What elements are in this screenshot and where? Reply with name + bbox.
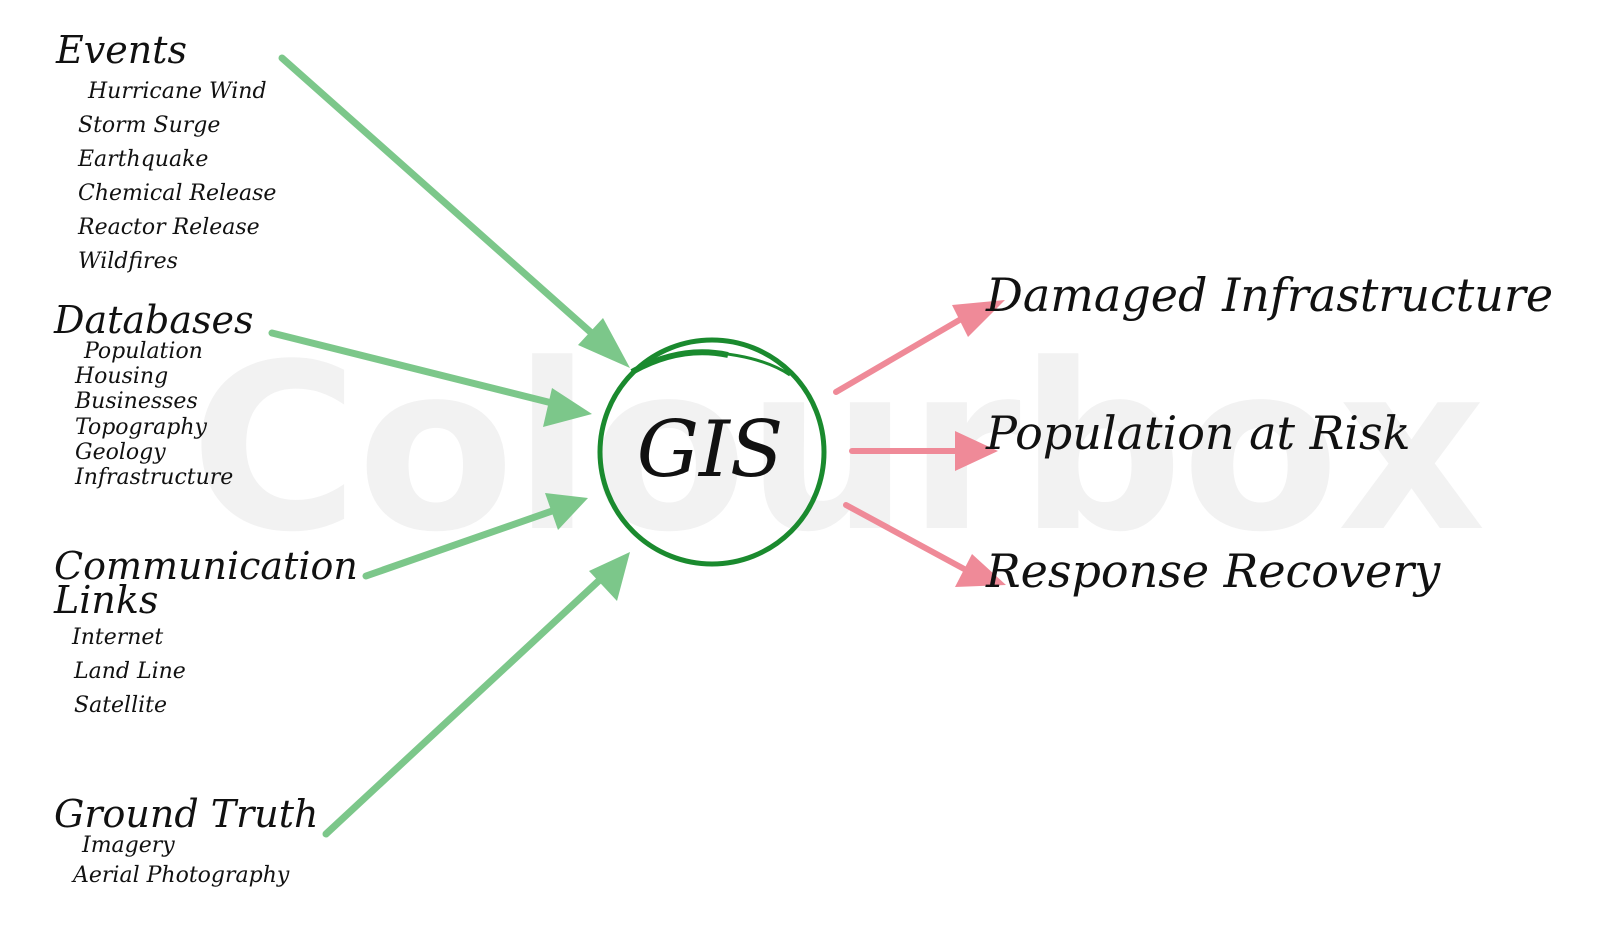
output-response-recovery: Response Recovery	[986, 544, 1441, 598]
events-item: Reactor Release	[78, 215, 260, 240]
events-item: Storm Surge	[78, 113, 221, 138]
gis-label: GIS	[636, 405, 784, 495]
input-arrow-ground-truth	[322, 552, 630, 838]
databases-item: Geology	[75, 440, 166, 465]
output-arrow-damaged-infrastructure	[833, 300, 1005, 395]
communication-item: Internet	[72, 625, 164, 650]
events-item: Chemical Release	[78, 181, 277, 206]
input-arrow-communication	[362, 493, 588, 580]
output-arrow-population-at-risk	[849, 431, 998, 471]
gis-circle	[597, 337, 827, 567]
input-arrow-events	[278, 54, 630, 368]
output-damaged-infrastructure: Damaged Infrastructure	[986, 268, 1554, 322]
events-item: Hurricane Wind	[88, 79, 267, 104]
output-population-at-risk: Population at Risk	[986, 406, 1411, 460]
databases-item: Infrastructure	[75, 465, 234, 490]
events-title: Events	[56, 28, 187, 72]
output-arrow-response-recovery	[843, 502, 1006, 587]
events-item: Wildfires	[78, 249, 178, 274]
databases-item: Businesses	[75, 389, 198, 414]
communication-item: Satellite	[74, 693, 168, 718]
databases-item: Housing	[75, 364, 169, 389]
databases-item: Population	[84, 339, 203, 364]
input-arrow-databases	[268, 329, 592, 427]
databases-item: Topography	[75, 415, 207, 440]
ground-truth-item: Aerial Photography	[73, 863, 290, 888]
databases-title: Databases	[54, 298, 254, 342]
communication-item: Land Line	[74, 659, 186, 684]
ground-truth-item: Imagery	[82, 833, 175, 858]
ground-truth-title: Ground Truth	[54, 792, 319, 836]
communication-title-line2: Links	[54, 578, 159, 622]
watermark-text: Colourbox	[190, 316, 1486, 583]
events-item: Earthquake	[78, 147, 209, 172]
communication-title-line1: Communication	[54, 544, 358, 588]
